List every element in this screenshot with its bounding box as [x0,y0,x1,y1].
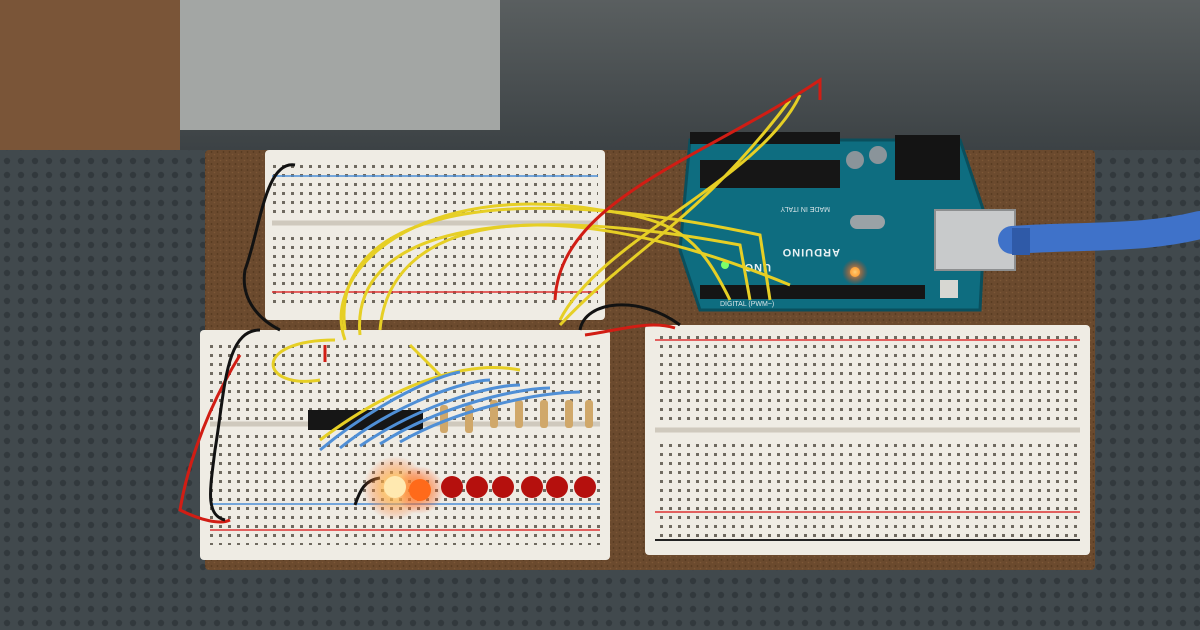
led-4 [466,476,488,498]
led-8 [574,476,596,498]
led-5 [492,476,514,498]
blue-wires [319,370,581,452]
arduino-brand-label: ARDUINO [782,246,840,258]
led-2 [409,479,431,501]
usb-connector [934,209,1016,271]
wooden-shelf [0,0,180,150]
digital-header [700,285,925,299]
atmega-chip [700,160,840,188]
reset-button [940,280,958,298]
led-7 [546,476,568,498]
capacitor [846,151,864,169]
led-row [363,456,596,520]
led-1 [384,476,406,498]
wall-panel [180,0,500,130]
yellow-wires [271,94,802,442]
led-3 [441,476,463,498]
red-wires [178,77,822,524]
usb-cable [998,211,1200,254]
power-jack [895,135,960,180]
led-6 [521,476,543,498]
digital-header-label: DIGITAL (PWM~) [720,301,774,308]
crystal [850,215,885,229]
made-in-label: MADE IN ITALY [780,205,830,212]
